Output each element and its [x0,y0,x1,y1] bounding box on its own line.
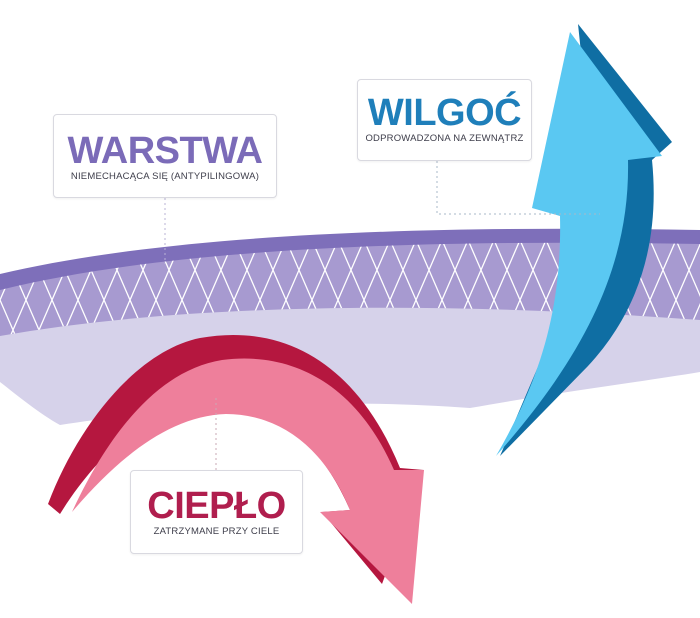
label-layer: WARSTWA NIEMECHACĄCA SIĘ (ANTYPILINGOWA) [53,114,277,198]
label-moisture-title: WILGOĆ [367,92,522,134]
label-heat-title: CIEPŁO [147,485,286,527]
moisture-arrow [496,32,662,456]
label-layer-title: WARSTWA [67,130,263,172]
label-moisture: WILGOĆ ODPROWADZONA NA ZEWNĄTRZ [357,79,532,161]
connector-moisture [436,161,600,215]
label-heat-subtitle: ZATRZYMANE PRZY CIELE [153,526,280,537]
heat-arrow [72,358,424,604]
label-heat: CIEPŁO ZATRZYMANE PRZY CIELE [130,470,303,554]
label-moisture-subtitle: ODPROWADZONA NA ZEWNĄTRZ [365,133,524,144]
label-layer-subtitle: NIEMECHACĄCA SIĘ (ANTYPILINGOWA) [70,171,260,182]
